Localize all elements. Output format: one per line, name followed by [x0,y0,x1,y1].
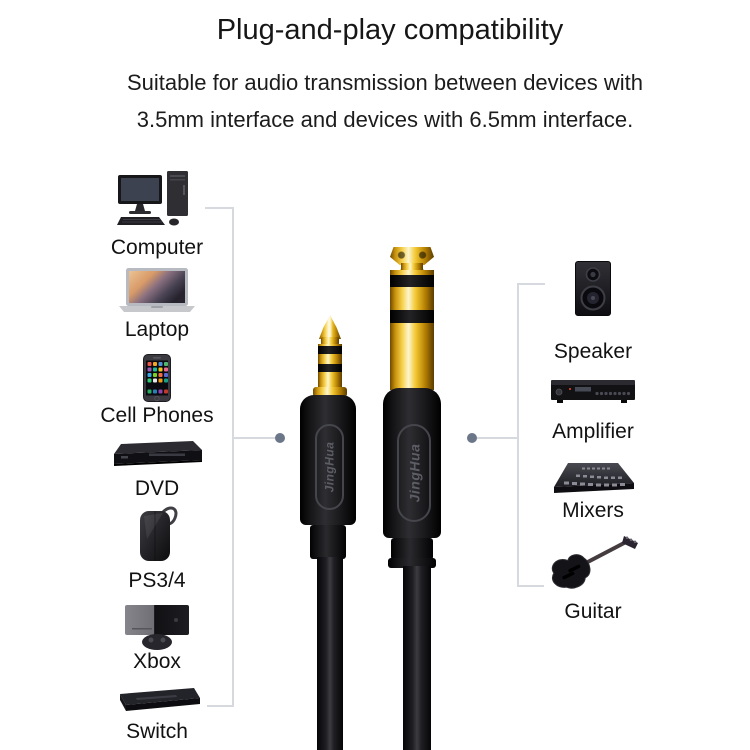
device-label: Laptop [124,318,190,341]
plug-insulator-ring [318,346,342,354]
right-connector-dot [467,433,477,443]
subtitle-line-1: Suitable for audio transmission between … [126,70,644,95]
device-label: Switch [126,720,188,743]
brand-badge: JingHua [315,424,344,510]
brand-text: JingHua [406,443,423,503]
device-item-guitar: Guitar [523,534,663,624]
device-label: PS3/4 [128,569,186,592]
plug-insulator-ring [390,275,434,287]
cable-right [403,566,431,750]
device-label: Speaker [553,340,633,363]
plug-sleeve [313,387,347,397]
speaker-icon [575,261,611,316]
left-bracket-vertical-line [232,207,234,707]
plug-insulator-ring [318,364,342,372]
plug-tip [319,315,341,339]
device-item-ps34: PS3/4 [87,503,227,593]
switch-console-icon [120,688,200,711]
amplifier-icon [551,380,635,403]
device-item-dvd: DVD [87,441,227,501]
device-item-switch: Switch [87,686,227,744]
device-item-mixers: Mixers [523,463,663,523]
left-connector-dot [275,433,285,443]
plug-6-5mm: JingHua [0,24,750,750]
device-label: Amplifier [552,420,634,443]
desktop-computer-icon [117,171,188,226]
guitar-icon [551,536,638,589]
device-item-laptop: Laptop [87,268,227,342]
xbox-console-icon [125,605,189,650]
laptop-icon [119,268,195,312]
mixer-icon [554,463,634,493]
left-bracket-bottom-line [207,705,234,707]
brand-badge: JingHua [397,424,431,522]
cable-left [317,557,343,750]
playstation-icon [140,506,178,561]
plug-insulator-ring [390,310,434,323]
plug-collar [321,337,339,345]
page-title: Plug-and-play compatibility [216,14,564,46]
right-connector-line [477,437,518,439]
device-item-speaker: Speaker [523,261,663,364]
device-label: Xbox [133,650,181,673]
plug-strain-relief [391,538,433,560]
device-item-cell-phones: Cell Phones [87,354,227,428]
plug-crown [390,247,434,265]
plug-strain-relief [310,525,346,559]
device-label: Cell Phones [100,404,214,427]
left-bracket-top-line [205,207,234,209]
device-label: DVD [134,477,180,500]
right-bracket-vertical-line [517,283,519,587]
brand-text: JingHua [322,441,337,493]
device-item-xbox: Xbox [87,604,227,674]
plug-strain-relief-lip [388,558,436,568]
device-item-computer: Computer [87,170,227,260]
dvd-player-icon [114,441,202,466]
device-label: Computer [110,236,204,259]
device-item-amplifier: Amplifier [523,380,663,444]
right-bracket-bottom-line [517,585,544,587]
right-bracket-top-line [517,283,545,285]
left-connector-line [232,437,276,439]
cell-phone-icon [143,354,171,402]
plug-barrel [390,270,434,390]
subtitle-line-2: 3.5mm interface and devices with 6.5mm i… [136,107,634,132]
plug-collar [401,263,423,272]
plug-barrel [318,344,342,390]
device-label: Mixers [562,499,624,522]
device-label: Guitar [564,600,622,623]
